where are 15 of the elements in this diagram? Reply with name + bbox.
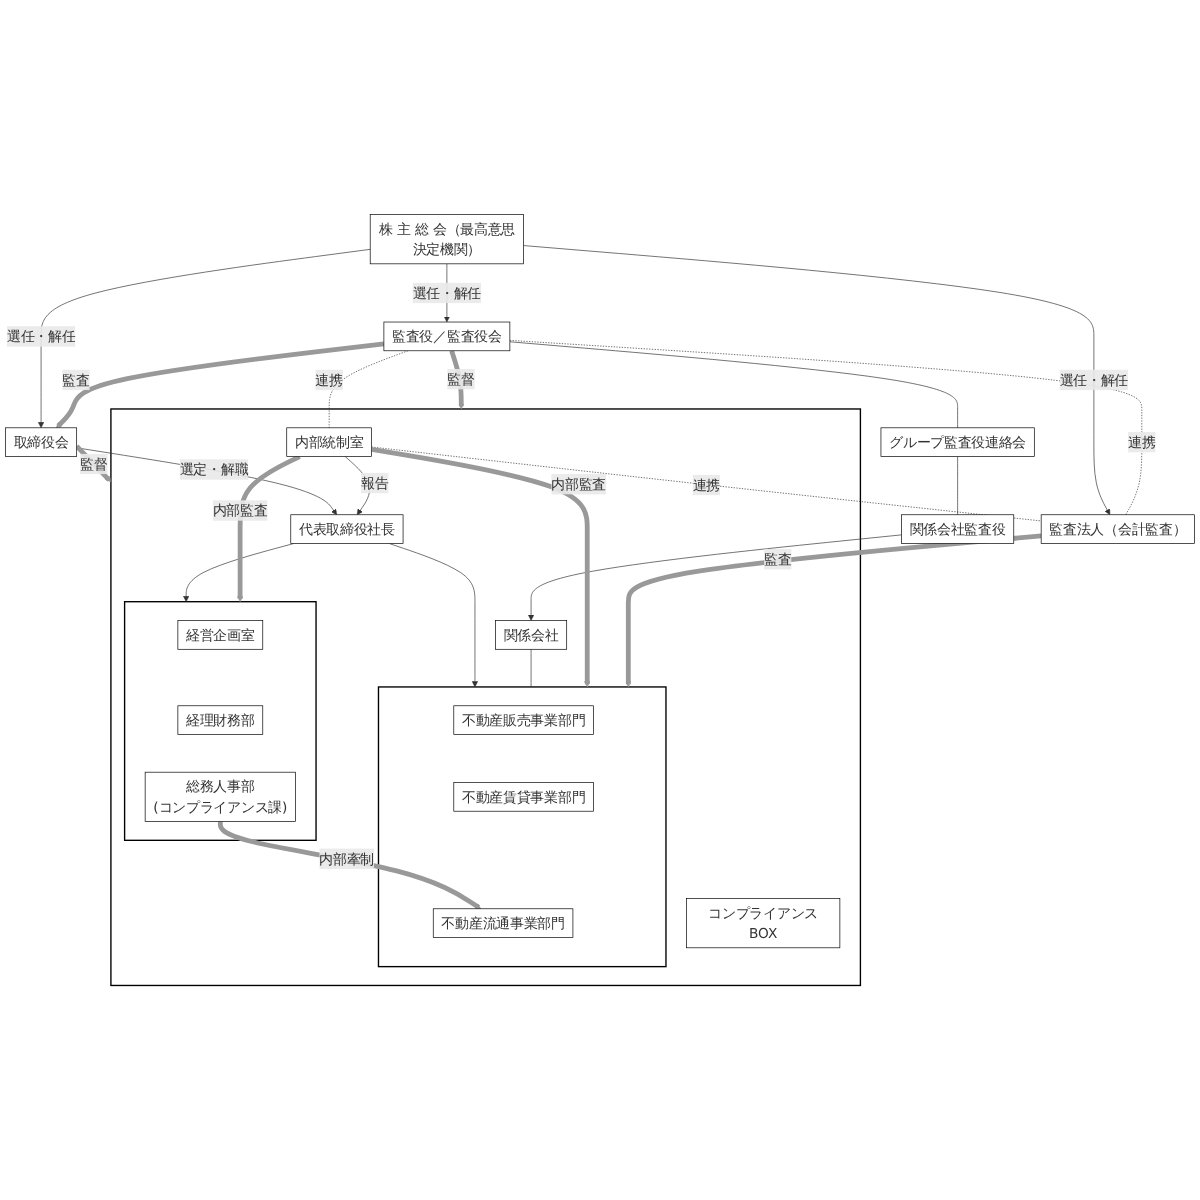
connector: [530, 648, 532, 688]
cluster: [110, 408, 862, 987]
arrow: [74, 444, 112, 483]
connector: [509, 340, 1143, 516]
connector: [328, 350, 409, 429]
connector: [957, 456, 958, 516]
connector: [509, 341, 958, 429]
arrow: [625, 533, 1042, 688]
arrow: [55, 341, 385, 429]
cluster: [377, 686, 667, 968]
connector: [371, 446, 1042, 522]
arrow: [449, 350, 465, 410]
arrow: [217, 821, 482, 910]
cluster: [123, 601, 317, 841]
arrow: [237, 454, 301, 602]
